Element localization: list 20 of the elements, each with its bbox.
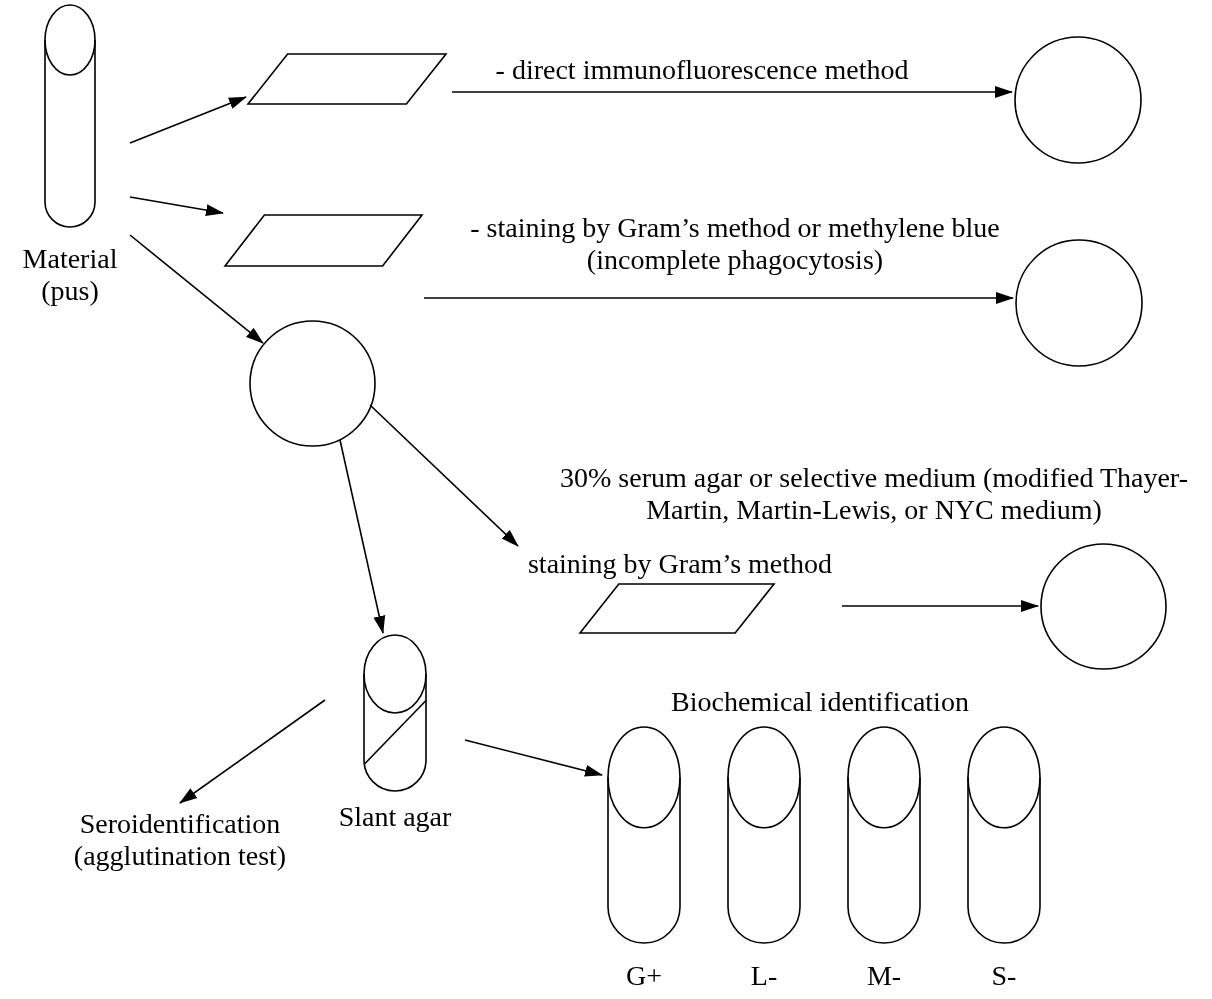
node-label: staining by Gram’s method (526, 548, 834, 580)
arrow (451, 86, 1013, 98)
node-label: Slant agar (337, 801, 453, 833)
arrow (129, 96, 247, 144)
node-label: Material (pus) (21, 243, 119, 307)
node-label: M- (865, 960, 903, 992)
arrow (339, 439, 386, 634)
arrow (841, 600, 1039, 612)
note-text: Biochemical identification (670, 686, 970, 718)
node-label: L- (749, 960, 779, 992)
arrow (179, 699, 326, 804)
node-label: S- (990, 960, 1018, 992)
arrow (464, 739, 603, 777)
arrow (369, 404, 519, 547)
arrow (129, 234, 264, 344)
arrow (423, 292, 1014, 304)
text-label: Seroidentification (agglutination test) (72, 808, 288, 872)
node-label: G+ (625, 960, 663, 992)
note-text: 30% serum agar or selective medium (modified Thayer-Martin, Martin-Lewis, or NYC medium) (559, 462, 1189, 526)
arrow (129, 196, 224, 217)
